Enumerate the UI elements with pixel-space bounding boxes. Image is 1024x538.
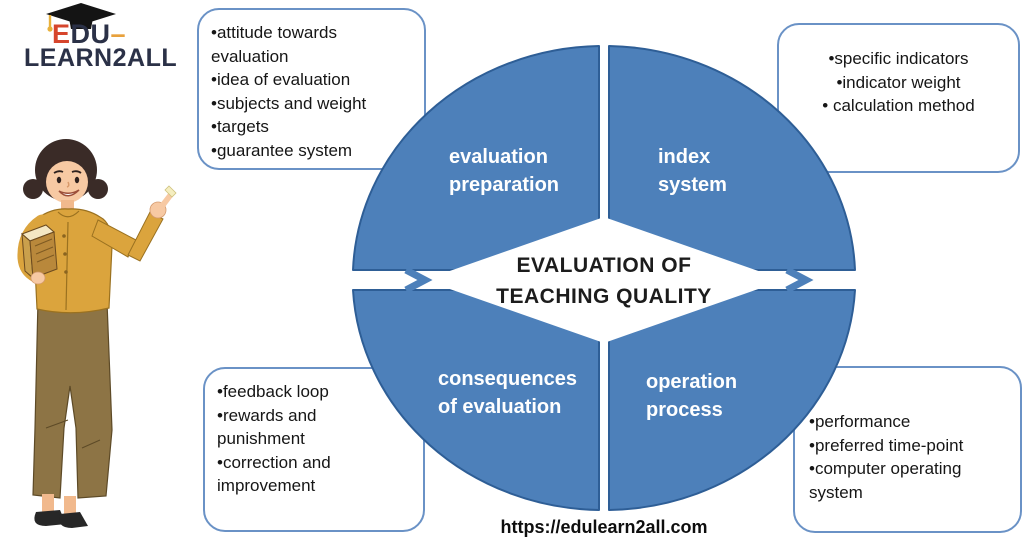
teacher-hair-bun-left bbox=[23, 179, 43, 199]
callout-line: improvement bbox=[217, 476, 316, 495]
callout-line: •correction and bbox=[217, 452, 331, 472]
teacher-nose bbox=[66, 181, 70, 188]
callout-line: •attitude towards bbox=[211, 23, 337, 42]
quadrant-bottom-right-label-line2: process bbox=[646, 399, 723, 421]
teacher-pointing-hand bbox=[149, 201, 167, 219]
footer-url: https://edulearn2all.com bbox=[500, 517, 708, 537]
book-cover bbox=[29, 231, 58, 279]
quadrant-top-left-label-line2: preparation bbox=[449, 174, 559, 196]
teacher-button bbox=[63, 252, 67, 256]
quadrant-bottom-left-label-line1: consequences bbox=[438, 368, 577, 390]
callout-line: •rewards and bbox=[217, 405, 317, 425]
teacher-trouser-creases bbox=[45, 419, 101, 449]
callout-line: •feedback loop bbox=[217, 382, 329, 401]
logo-letter-e: E bbox=[52, 19, 71, 49]
teacher-forearm bbox=[127, 211, 164, 262]
callout-line: system bbox=[809, 482, 863, 502]
left-chevron-icon bbox=[404, 266, 433, 294]
quadrant-top-left-label-line1: evaluation bbox=[449, 146, 548, 168]
callout-line: •idea of evaluation bbox=[211, 70, 351, 89]
teacher-trousers bbox=[32, 299, 113, 499]
logo-dash: – bbox=[110, 19, 127, 49]
callout-line: •performance bbox=[809, 412, 911, 431]
center-diamond bbox=[424, 217, 784, 343]
teacher-ankle bbox=[42, 494, 54, 512]
diagram-title-line2: TEACHING QUALITY bbox=[496, 285, 712, 308]
callout-line: •indicator weight bbox=[836, 72, 961, 92]
callout-line: evaluation bbox=[211, 46, 289, 66]
callout-line: •computer operating bbox=[809, 459, 962, 478]
teacher-button bbox=[62, 234, 66, 238]
diagram-title-line1: EVALUATION OF bbox=[517, 254, 692, 277]
teacher-upper-arm bbox=[91, 219, 137, 258]
brand-logo: EDU– LEARN2ALL bbox=[14, 2, 194, 72]
quadrant-top-right-label-line2: system bbox=[658, 174, 727, 196]
book-texture bbox=[34, 238, 55, 263]
teacher-collar bbox=[57, 210, 80, 218]
quadrant-bottom-left-label-line2: of evaluation bbox=[438, 396, 561, 418]
teacher-hand-on-book bbox=[30, 271, 46, 285]
teacher-eyebrow bbox=[71, 170, 82, 174]
logo-line1: EDU– bbox=[52, 19, 126, 50]
teacher-eye bbox=[56, 176, 62, 184]
callout-line: punishment bbox=[217, 429, 305, 448]
teacher-eyebrow bbox=[53, 170, 64, 174]
right-chevron-icon bbox=[785, 266, 814, 294]
chalk-icon bbox=[164, 185, 177, 198]
graduation-cap-icon bbox=[46, 3, 116, 32]
callout-line: •guarantee system bbox=[211, 140, 353, 160]
callout-index-system: •specific indicators •indicator weight •… bbox=[777, 23, 1020, 173]
callout-evaluation-preparation: •attitude towards evaluation •idea of ev… bbox=[197, 8, 426, 170]
teacher-shoe bbox=[59, 512, 88, 528]
logo-line2: LEARN2ALL bbox=[24, 44, 178, 72]
teacher-cardigan-seam bbox=[65, 221, 69, 311]
callout-line: •specific indicators bbox=[828, 49, 969, 68]
teacher-button bbox=[64, 270, 68, 274]
teacher-hair-bun-right bbox=[88, 179, 108, 199]
callout-line: • calculation method bbox=[822, 96, 975, 115]
teacher-face bbox=[46, 161, 88, 203]
teacher-shoe bbox=[34, 510, 66, 526]
teacher-smile bbox=[58, 189, 80, 197]
logo-du: DU bbox=[70, 19, 111, 49]
callout-operation-process: •performance •preferred time-point •comp… bbox=[793, 366, 1022, 533]
callout-line: •subjects and weight bbox=[211, 93, 367, 113]
callout-line: •preferred time-point bbox=[809, 435, 964, 455]
teacher-illustration bbox=[17, 139, 177, 528]
teacher-eye bbox=[74, 176, 80, 184]
quadrant-bottom-right-label-line1: operation bbox=[646, 371, 737, 393]
quadrant-top-right-label-line1: index bbox=[658, 146, 710, 168]
callout-line: •targets bbox=[211, 117, 269, 136]
callout-consequences: •feedback loop •rewards and punishment •… bbox=[203, 367, 425, 532]
teacher-ankle bbox=[64, 496, 76, 514]
